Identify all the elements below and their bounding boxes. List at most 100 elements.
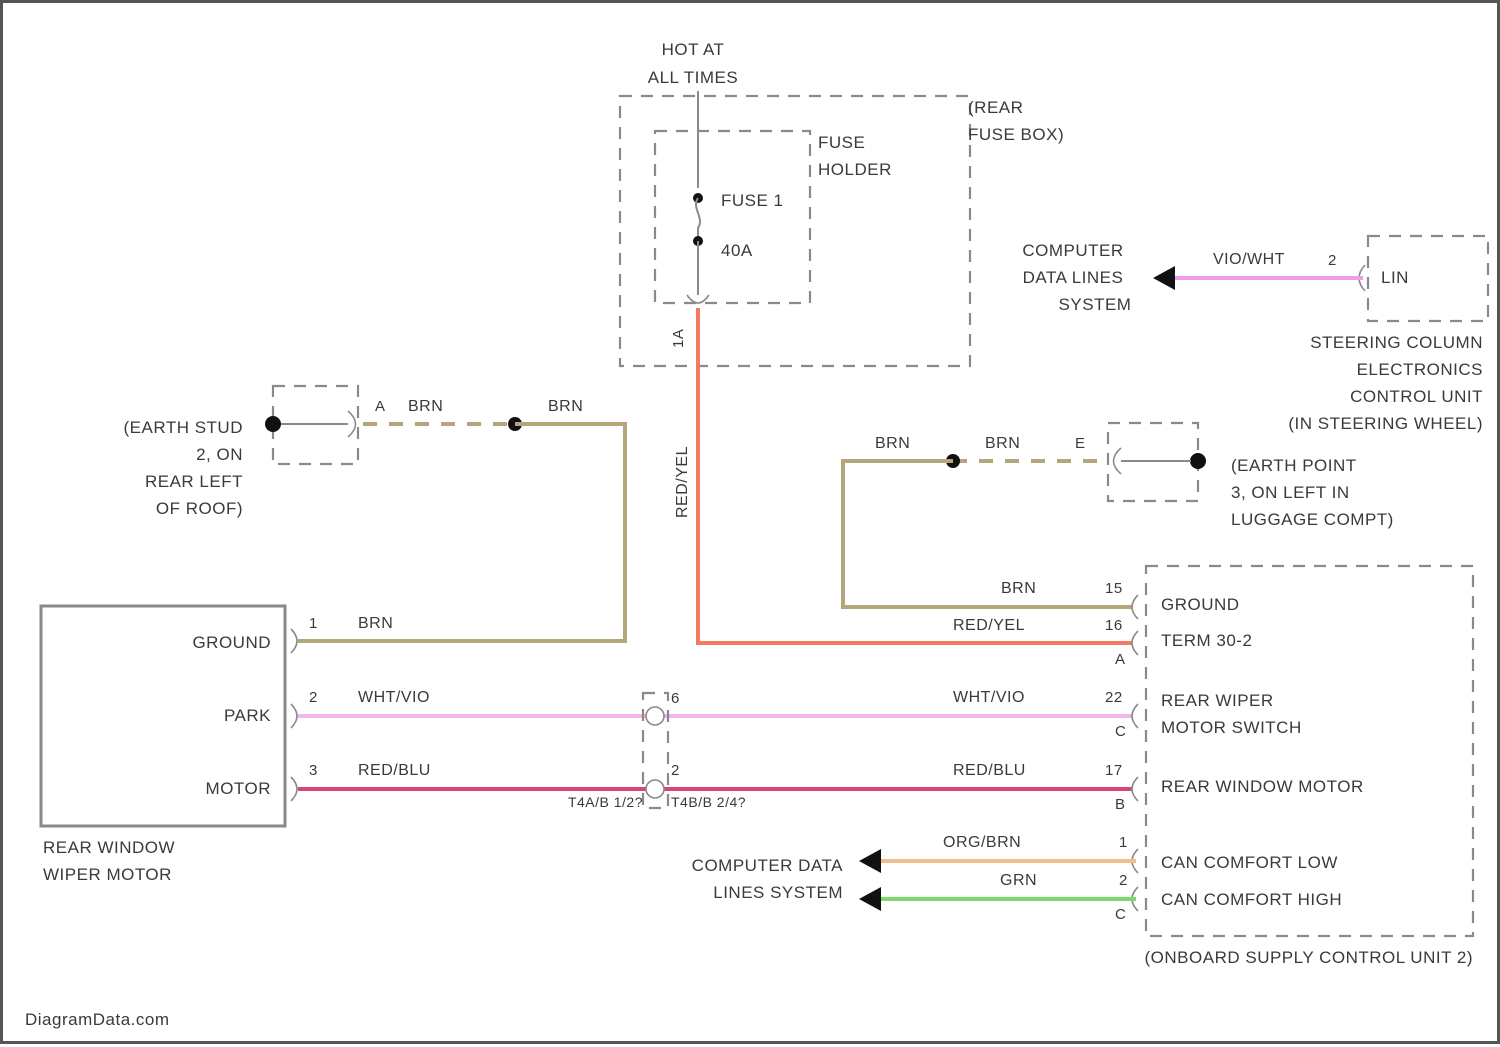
earth-stud-label-3: REAR LEFT <box>145 472 243 491</box>
computer-data-top-2: DATA LINES <box>1023 268 1124 287</box>
earth-point-label-2: 3, ON LEFT IN <box>1231 483 1350 502</box>
unit-wire-switch: WHT/VIO <box>953 689 1025 706</box>
steering-unit-label-4: (IN STEERING WHEEL) <box>1288 414 1483 433</box>
lin-pin: 2 <box>1328 252 1337 269</box>
fuse-holder-outline <box>655 131 810 303</box>
computer-data-bottom-2: LINES SYSTEM <box>713 883 843 902</box>
wiper-motor-connector <box>291 777 297 801</box>
computer-data-top-3: SYSTEM <box>1059 295 1132 314</box>
fuse-symbol <box>696 198 700 241</box>
earth-point-ground <box>1190 453 1206 469</box>
wiper-motor-name-1: REAR WINDOW <box>43 838 175 857</box>
earth-stud-label-4: OF ROOF) <box>156 499 243 518</box>
steering-unit-label-1: STEERING COLUMN <box>1310 333 1483 352</box>
rear-fuse-box-outline <box>620 96 970 366</box>
wiper-wire-ground: BRN <box>358 615 393 632</box>
unit-wire-ground: BRN <box>1001 580 1036 597</box>
fuse-rating: 40A <box>721 241 753 260</box>
unit-pin-term: 16 <box>1105 617 1123 634</box>
in-line-connector-motor <box>646 780 664 798</box>
unit-can-high-label: CAN COMFORT HIGH <box>1161 890 1342 909</box>
wiper-ground-label: GROUND <box>192 633 271 652</box>
unit-pin-term-sub: A <box>1115 651 1126 668</box>
brn-wire-motor-ground <box>298 424 625 641</box>
wiper-wire-park: WHT/VIO <box>358 689 430 706</box>
watermark: DiagramData.com <box>25 1010 170 1029</box>
unit-term-label: TERM 30-2 <box>1161 631 1252 650</box>
rear-fuse-box-label-2: FUSE BOX) <box>968 125 1064 144</box>
onboard-unit-outline <box>1146 566 1473 936</box>
wiper-motor-label: MOTOR <box>206 779 271 798</box>
earth-stud-connector <box>348 411 356 437</box>
unit-wire-can-high: GRN <box>1000 872 1037 889</box>
unit-ground-connector <box>1132 595 1138 619</box>
unit-wire-term: RED/YEL <box>953 617 1025 634</box>
unit-wire-can-low: ORG/BRN <box>943 834 1021 851</box>
arrow-to-data-lines-top <box>1153 266 1175 290</box>
earth-point-connector <box>1114 448 1122 474</box>
wiper-park-label: PARK <box>224 706 271 725</box>
earth-stud-label-2: 2, ON <box>196 445 243 464</box>
red-yel-vertical-label: RED/YEL <box>674 446 691 518</box>
unit-pin-can-high: 2 <box>1119 872 1128 889</box>
unit-ground-label: GROUND <box>1161 595 1240 614</box>
wiper-pin-park: 2 <box>309 689 318 706</box>
unit-switch-label-1: REAR WIPER <box>1161 691 1274 710</box>
earth-point-label-1: (EARTH POINT <box>1231 456 1357 475</box>
hot-at-label: HOT AT <box>662 40 725 59</box>
earth-stud-pin: A <box>375 398 386 415</box>
computer-data-top-1: COMPUTER <box>1022 241 1123 260</box>
wiper-motor-name-2: WIPER MOTOR <box>43 865 172 884</box>
earth-point-wire-2: BRN <box>985 435 1020 452</box>
unit-switch-connector <box>1132 704 1138 728</box>
wiper-ground-connector <box>291 629 297 653</box>
lin-terminal-label: LIN <box>1381 268 1409 287</box>
onboard-unit-name: (ONBOARD SUPPLY CONTROL UNIT 2) <box>1145 948 1473 967</box>
arrow-to-data-lines-high <box>859 887 881 911</box>
wiper-pin-ground: 1 <box>309 615 318 632</box>
in-line-pin-park: 6 <box>671 690 680 707</box>
steering-unit-label-3: CONTROL UNIT <box>1350 387 1483 406</box>
steering-unit-label-2: ELECTRONICS <box>1357 360 1483 379</box>
unit-pin-switch: 22 <box>1105 689 1123 706</box>
earth-point-pin: E <box>1075 435 1086 452</box>
fuse-box-connector <box>687 295 709 303</box>
in-line-label-right: T4B/B 2/4? <box>671 794 746 810</box>
wiper-pin-motor: 3 <box>309 762 318 779</box>
wiper-park-connector <box>291 704 297 728</box>
unit-pin-motor: 17 <box>1105 762 1123 779</box>
fuse-name: FUSE 1 <box>721 191 784 210</box>
unit-switch-label-2: MOTOR SWITCH <box>1161 718 1302 737</box>
all-times-label: ALL TIMES <box>648 68 738 87</box>
in-line-pin-motor: 2 <box>671 762 680 779</box>
brn-wire-unit-ground <box>843 461 1136 607</box>
wiring-diagram: HOT AT ALL TIMES (REAR FUSE BOX) FUSE HO… <box>3 3 1500 1047</box>
unit-can-low-label: CAN COMFORT LOW <box>1161 853 1338 872</box>
unit-pin-can-sub: C <box>1115 906 1126 923</box>
earth-stud-label-1: (EARTH STUD <box>124 418 243 437</box>
unit-pin-switch-sub: C <box>1115 723 1126 740</box>
unit-motor-connector <box>1132 777 1138 801</box>
fuse-holder-label-2: HOLDER <box>818 160 892 179</box>
unit-pin-ground: 15 <box>1105 580 1123 597</box>
earth-stud-point <box>265 416 281 432</box>
earth-stud-wire-2: BRN <box>548 398 583 415</box>
in-line-connector-park <box>646 707 664 725</box>
computer-data-bottom-1: COMPUTER DATA <box>692 856 843 875</box>
unit-pin-can-low: 1 <box>1119 834 1128 851</box>
unit-term-connector <box>1132 631 1138 655</box>
rear-fuse-box-label-1: (REAR <box>968 98 1023 117</box>
fuse-box-pin: 1A <box>670 329 687 348</box>
arrow-to-data-lines-low <box>859 849 881 873</box>
unit-wire-motor: RED/BLU <box>953 762 1026 779</box>
unit-motor-label: REAR WINDOW MOTOR <box>1161 777 1364 796</box>
unit-pin-motor-sub: B <box>1115 796 1126 813</box>
earth-point-label-3: LUGGAGE COMPT) <box>1231 510 1394 529</box>
wiper-wire-motor: RED/BLU <box>358 762 431 779</box>
earth-point-wire-1: BRN <box>875 435 910 452</box>
in-line-label-left: T4A/B 1/2? <box>568 794 643 810</box>
earth-stud-wire-1: BRN <box>408 398 443 415</box>
fuse-holder-label-1: FUSE <box>818 133 865 152</box>
vio-wht-wire-label: VIO/WHT <box>1213 251 1285 268</box>
